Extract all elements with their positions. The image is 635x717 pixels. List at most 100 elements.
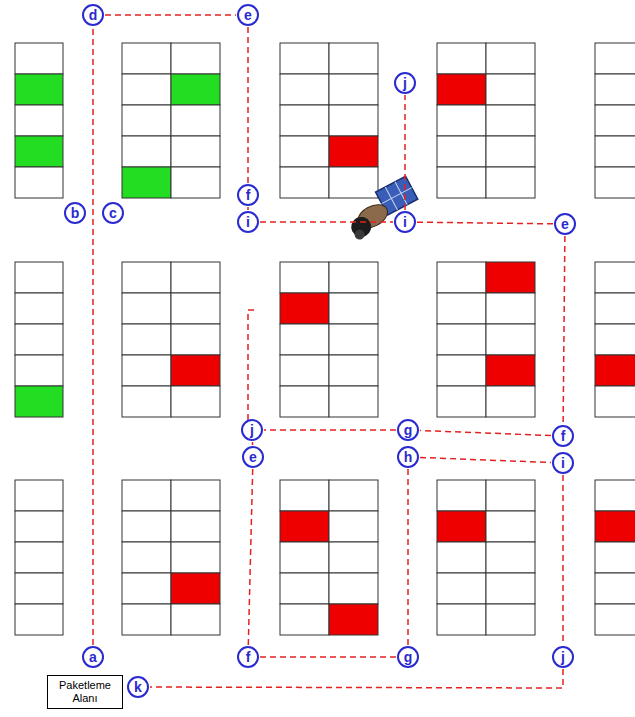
shelf-cell: [15, 293, 63, 324]
node-text: g: [404, 423, 413, 437]
shelf-cell: [486, 262, 535, 293]
shelf-cell: [280, 167, 329, 198]
shelf-cell: [122, 262, 171, 293]
shelf-cell: [280, 480, 329, 511]
shelf-cell: [595, 105, 635, 136]
route-line: [563, 236, 565, 424]
node-text: f: [246, 188, 251, 202]
waypoint-circle: i: [237, 211, 259, 233]
node-text: k: [134, 680, 142, 694]
shelf-cell: [122, 542, 171, 573]
waypoint-circle: j: [552, 646, 574, 668]
shelf-cell: [437, 105, 486, 136]
node-text: f: [561, 429, 566, 443]
route-line: [105, 14, 236, 16]
shelf-cell: [595, 262, 635, 293]
shelf-cell: [15, 355, 63, 386]
waypoint-circle: h: [397, 446, 419, 468]
shelf-cell: [329, 573, 378, 604]
route-line: [407, 469, 409, 645]
waypoint-circle: f: [237, 184, 259, 206]
shelf-cell: [437, 293, 486, 324]
shelf-cell: [329, 511, 378, 542]
shelf-cell: [595, 386, 635, 417]
shelf-cell: [15, 74, 63, 105]
shelf-cell: [437, 167, 486, 198]
shelf-cell: [329, 74, 378, 105]
shelf-cell: [595, 324, 635, 355]
route-line: [404, 95, 406, 210]
shelf-cell: [171, 105, 220, 136]
shelf-cell: [486, 511, 535, 542]
shelf-cell: [15, 480, 63, 511]
shelf-cell: [15, 136, 63, 167]
shelf-cell: [329, 136, 378, 167]
shelf-cell: [329, 355, 378, 386]
shelf-cell: [437, 355, 486, 386]
shelf-cell: [595, 480, 635, 511]
waypoint-circle: f: [552, 425, 574, 447]
shelf-cell: [280, 573, 329, 604]
shelf-cell: [437, 511, 486, 542]
route-line: [252, 442, 254, 445]
shelf-cell: [486, 573, 535, 604]
shelf-cell: [15, 604, 63, 635]
shelf-cell: [171, 43, 220, 74]
waypoint-circle: a: [82, 646, 104, 668]
waypoint-circle: f: [237, 646, 259, 668]
node-text: j: [403, 76, 407, 90]
shelf-cell: [15, 573, 63, 604]
shelf-cell: [329, 167, 378, 198]
waypoint-circle: e: [237, 4, 259, 26]
shelf-cell: [437, 480, 486, 511]
shelf-cell: [280, 293, 329, 324]
shelf-cell: [437, 604, 486, 635]
node-text: i: [403, 215, 407, 229]
shelf-cell: [486, 386, 535, 417]
waypoint-circle: i: [394, 211, 416, 233]
shelf-cell: [486, 355, 535, 386]
shelf-cell: [171, 324, 220, 355]
shelf-cell: [437, 542, 486, 573]
shelf-cell: [122, 74, 171, 105]
shelf-cell: [437, 74, 486, 105]
shelf-cell: [437, 43, 486, 74]
waypoint-circle: e: [554, 213, 576, 235]
shelf-cell: [122, 386, 171, 417]
node-text: e: [244, 8, 252, 22]
shelf-cell: [437, 262, 486, 293]
shelf-cell: [280, 105, 329, 136]
waypoint-circle: g: [397, 646, 419, 668]
route-stub: [248, 310, 258, 420]
shelf-cell: [329, 43, 378, 74]
shelf-cell: [329, 604, 378, 635]
shelf-cell: [486, 105, 535, 136]
shelf-cell: [171, 167, 220, 198]
node-text: b: [71, 206, 80, 220]
shelf-cell: [437, 324, 486, 355]
shelf-cell: [437, 573, 486, 604]
shelf-cell: [437, 386, 486, 417]
shelf-racks: [15, 43, 635, 635]
shelf-cell: [486, 604, 535, 635]
node-text: Paketleme Alanı: [50, 679, 120, 705]
shelf-cell: [122, 573, 171, 604]
shelf-cell: [122, 293, 171, 324]
route-line: [562, 475, 564, 645]
shelf-cell: [280, 324, 329, 355]
shelf-cell: [280, 386, 329, 417]
picker-robot: [341, 176, 422, 241]
shelf-cell: [595, 573, 635, 604]
node-text: e: [249, 450, 257, 464]
shelf-cell: [15, 324, 63, 355]
shelf-cell: [595, 542, 635, 573]
node-text: d: [89, 8, 98, 22]
node-text: g: [404, 650, 413, 664]
shelf-cell: [171, 386, 220, 417]
shelf-cell: [171, 355, 220, 386]
shelf-cell: [595, 136, 635, 167]
shelf-cell: [122, 480, 171, 511]
shelf-cell: [329, 262, 378, 293]
node-text: a: [89, 650, 97, 664]
